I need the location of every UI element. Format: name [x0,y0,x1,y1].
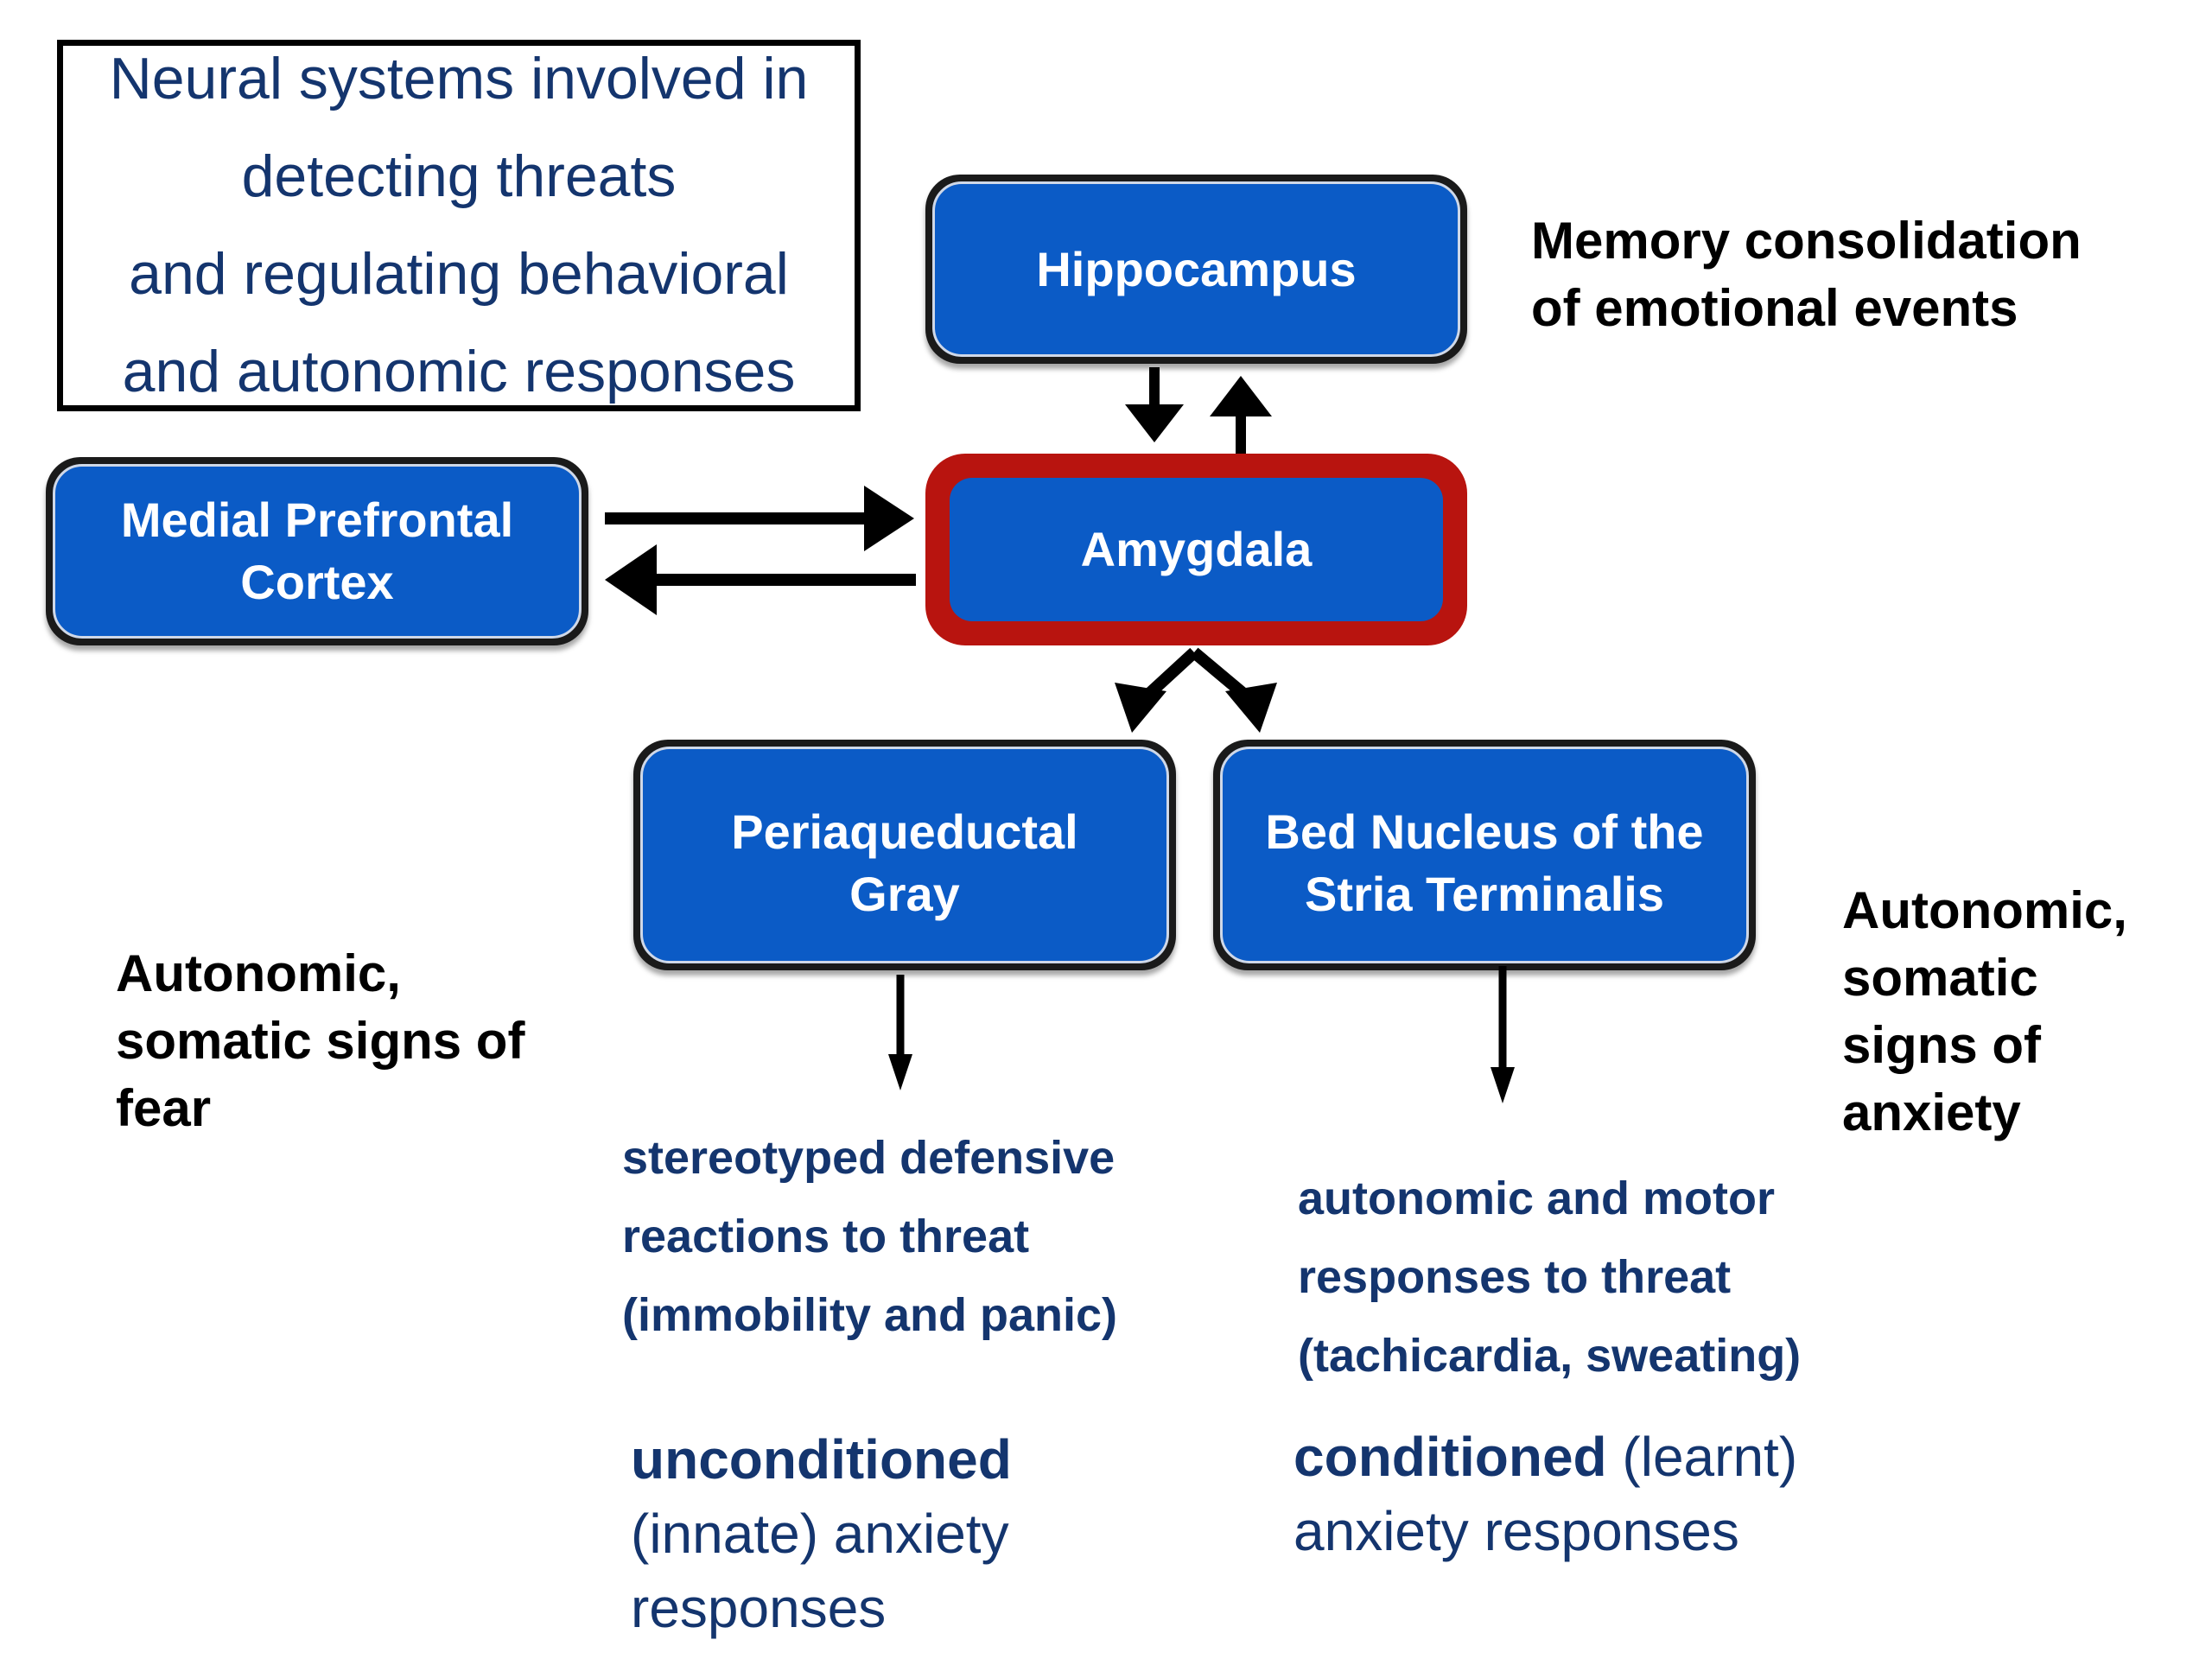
output-line: responses to threat [1298,1251,1732,1303]
title-line: and autonomic responses [122,339,796,404]
arrow-amygdala-to-pag [1115,647,1198,733]
node-label: Gray [849,867,960,921]
node-medial-prefrontal-cortex[interactable]: Medial Prefrontal Cortex [46,457,588,645]
arrow-amygdala-to-mpfc [605,544,916,615]
response-line: responses [631,1577,887,1639]
annotation-line: somatic signs of [116,1012,525,1070]
unconditioned-responses-label: unconditioned (innate) anxiety responses [631,1422,1012,1645]
output-line: (tachicardia, sweating) [1298,1330,1802,1382]
response-line: (innate) anxiety [631,1503,1009,1565]
arrow-bnst-to-output [1491,966,1515,1103]
annotation-anxiety-signs: Autonomic, somatic signs of anxiety [1842,877,2127,1147]
bnst-output-description: autonomic and motor responses to threat … [1298,1160,1801,1395]
conditioned-responses-label: conditioned (learnt) anxiety responses [1294,1420,1797,1568]
output-line: reactions to threat [622,1211,1030,1262]
pag-output-description: stereotyped defensive reactions to threa… [622,1119,1117,1355]
annotation-line: of emotional events [1531,279,2018,337]
output-line: (immobility and panic) [622,1289,1118,1341]
node-label: Medial Prefrontal [120,493,514,547]
node-amygdala[interactable]: Amygdala [925,454,1467,645]
output-line: autonomic and motor [1298,1173,1775,1224]
node-bed-nucleus-stria-terminalis[interactable]: Bed Nucleus of the Stria Terminalis [1213,740,1756,970]
arrow-amygdala-to-hippocampus [1210,376,1272,454]
annotation-line: Memory consolidation [1531,212,2082,270]
annotation-line: Autonomic, [116,944,401,1002]
node-periaqueductal-gray[interactable]: Periaqueductal Gray [633,740,1176,970]
node-label: Cortex [240,555,394,609]
node-label: Hippocampus [1036,241,1357,296]
node-label: Amygdala [1080,522,1313,576]
annotation-line: signs of [1842,1016,2042,1074]
node-label: Bed Nucleus of the [1265,804,1704,859]
annotation-line: fear [116,1079,212,1137]
arrow-mpfc-to-amygdala [605,486,914,551]
response-suffix: (learnt) [1606,1426,1798,1488]
annotation-line: somatic [1842,949,2038,1007]
output-line: stereotyped defensive [622,1132,1116,1184]
node-hippocampus[interactable]: Hippocampus [925,175,1467,364]
title-line: and regulating behavioral [129,241,789,307]
node-label: Stria Terminalis [1304,867,1664,921]
annotation-fear-signs: Autonomic, somatic signs of fear [116,940,524,1142]
response-line: anxiety responses [1294,1500,1739,1562]
annotation-line: anxiety [1842,1084,2021,1141]
annotation-memory-consolidation: Memory consolidation of emotional events [1531,207,2082,342]
arrow-hippocampus-to-amygdala [1125,367,1184,442]
arrow-amygdala-to-bnst [1190,647,1277,733]
title-line: detecting threats [241,143,677,209]
annotation-line: Autonomic, [1842,881,2127,939]
arrow-pag-to-output [888,975,912,1090]
diagram-title-box: Neural systems involved in detecting thr… [57,40,861,411]
node-label: Periaqueductal [731,804,1078,859]
response-type-bold: unconditioned [631,1428,1012,1491]
response-type-bold: conditioned [1294,1426,1607,1488]
title-line: Neural systems involved in [109,46,809,111]
